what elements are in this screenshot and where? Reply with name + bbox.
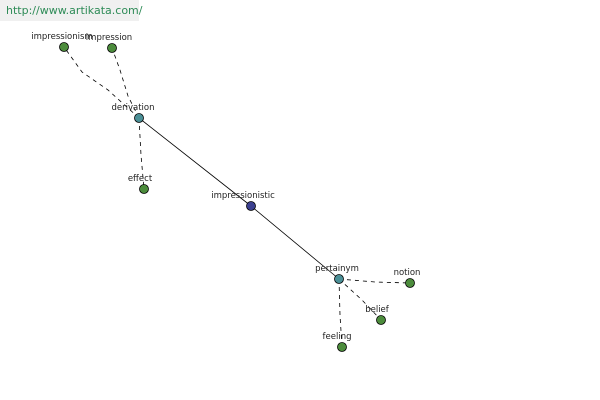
leaf-node-dot — [59, 42, 69, 52]
node-notion[interactable]: notion — [394, 268, 421, 288]
node-impressionism[interactable]: impressionism — [31, 32, 93, 52]
center-node-label: impressionistic — [211, 191, 275, 201]
edges-layer — [63, 46, 411, 348]
edge-derivation-impressionistic — [138, 117, 252, 207]
node-pertainym[interactable]: pertainym — [315, 264, 359, 284]
leaf-node-dot — [376, 315, 386, 325]
node-derivation[interactable]: derivation — [111, 103, 155, 123]
node-impressionistic[interactable]: impressionistic — [211, 191, 275, 211]
relation-node-dot — [334, 274, 344, 284]
node-impression[interactable]: impression — [86, 33, 132, 53]
leaf-node-dot — [337, 342, 347, 352]
leaf-node-label: feeling — [323, 332, 352, 342]
edge-derivation-effect — [138, 117, 145, 190]
source-url-link[interactable]: http://www.artikata.com/ — [0, 0, 142, 21]
leaf-node-dot — [107, 43, 117, 53]
edge-derivation-impressionism — [63, 46, 140, 119]
leaf-node-label: notion — [394, 268, 421, 278]
leaf-node-label: impressionism — [31, 32, 92, 42]
relation-node-label: pertainym — [315, 264, 359, 274]
relation-node-label: derivation — [111, 103, 154, 113]
relation-node-dot — [134, 113, 144, 123]
center-node-dot — [246, 201, 256, 211]
edge-pertainym-feeling — [338, 278, 343, 348]
edge-impressionistic-pertainym — [250, 205, 340, 280]
leaf-node-label: belief — [365, 305, 390, 315]
leaf-node-dot — [405, 278, 415, 288]
node-feeling[interactable]: feeling — [323, 332, 352, 352]
edge-pertainym-belief — [338, 278, 382, 321]
leaf-node-dot — [139, 184, 149, 194]
node-effect[interactable]: effect — [128, 174, 153, 194]
nodes-layer: impressionistic derivation impressionism… — [31, 32, 420, 352]
leaf-node-label: impression — [86, 33, 132, 43]
node-belief[interactable]: belief — [365, 305, 390, 325]
leaf-node-label: effect — [128, 174, 153, 184]
edge-pertainym-notion — [338, 278, 411, 284]
